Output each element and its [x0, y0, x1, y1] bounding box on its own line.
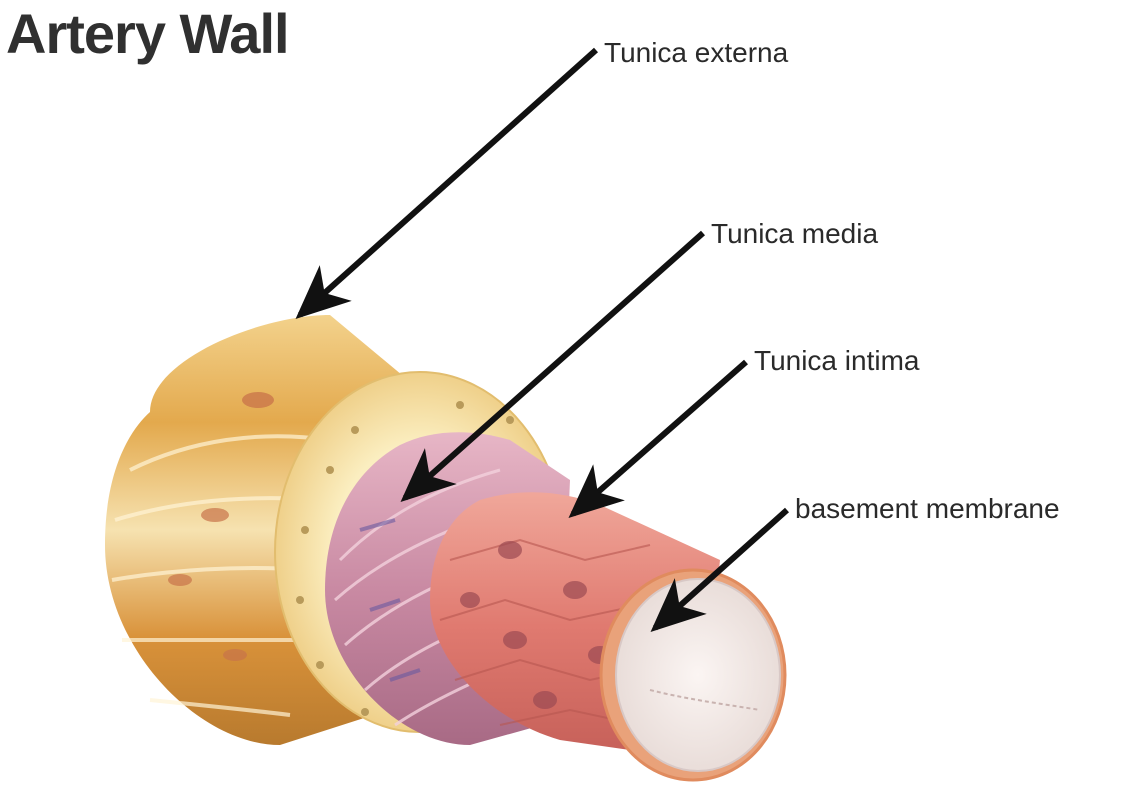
arrow-tunica-intima	[568, 359, 748, 518]
arrow-tunica-media	[400, 230, 705, 502]
label-tunica-externa: Tunica externa	[604, 37, 789, 68]
arrow-basement-membrane	[650, 507, 789, 632]
label-tunica-intima: Tunica intima	[754, 345, 920, 376]
diagram-title: Artery Wall	[6, 2, 290, 65]
label-basement-membrane: basement membrane	[795, 493, 1060, 524]
pointer-arrows	[295, 47, 789, 632]
basement-membrane-layer	[599, 568, 787, 782]
label-tunica-media: Tunica media	[711, 218, 879, 249]
arrow-tunica-externa	[295, 47, 599, 320]
